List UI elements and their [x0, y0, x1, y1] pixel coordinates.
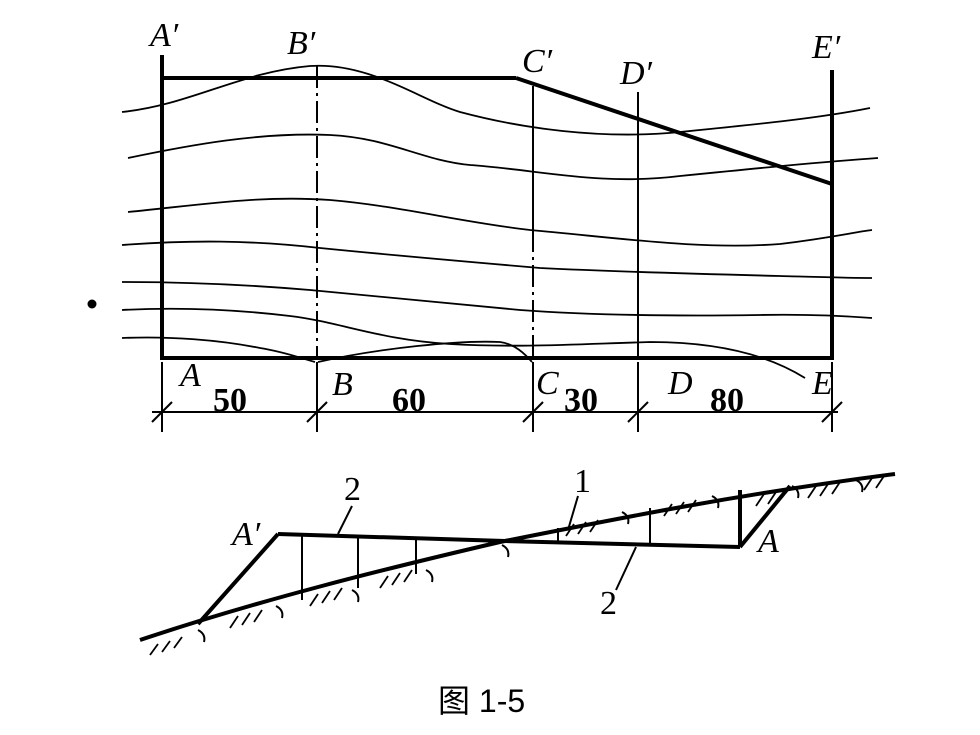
ground-hatching: [149, 475, 885, 656]
callout-2-top-leader: [337, 505, 353, 535]
dimension-line: [151, 362, 843, 432]
label-d-prime: D′: [619, 55, 653, 92]
label-c-prime: C′: [522, 43, 553, 80]
label-e: E: [811, 365, 833, 402]
profile-label-a-prime: A′: [230, 516, 261, 553]
label-a: A: [178, 357, 201, 394]
callout-2-top: 2: [344, 471, 361, 508]
profile-view: A′ A 2 1 2: [139, 463, 896, 656]
dimension-60: 60: [392, 382, 426, 419]
profile-label-a: A: [756, 523, 779, 560]
plan-view: A′ B′ C′ D′ E′ A B C D E 50 60 30 80: [87, 17, 879, 432]
slope-boundary: [515, 76, 833, 186]
label-b: B: [332, 366, 353, 403]
cut-bottom: [504, 539, 741, 549]
fill-slope: [196, 532, 280, 626]
callout-2-bottom: 2: [600, 585, 617, 622]
label-a-prime: A′: [148, 17, 179, 54]
label-c: C: [536, 365, 559, 402]
dot-marker: [87, 299, 97, 309]
label-b-prime: B′: [287, 25, 316, 62]
callout-1: 1: [574, 463, 591, 500]
dimension-30: 30: [564, 382, 598, 419]
cut-slope: [738, 484, 792, 549]
contour-lines: [121, 64, 879, 379]
callout-2-bottom-leader: [615, 546, 637, 591]
dimension-80: 80: [710, 382, 744, 419]
label-d: D: [667, 365, 693, 402]
fill-top: [277, 532, 506, 543]
dimension-50: 50: [213, 382, 247, 419]
callout-1-leader: [567, 495, 579, 531]
label-e-prime: E′: [811, 29, 841, 66]
figure-caption: 图 1-5: [438, 683, 525, 719]
